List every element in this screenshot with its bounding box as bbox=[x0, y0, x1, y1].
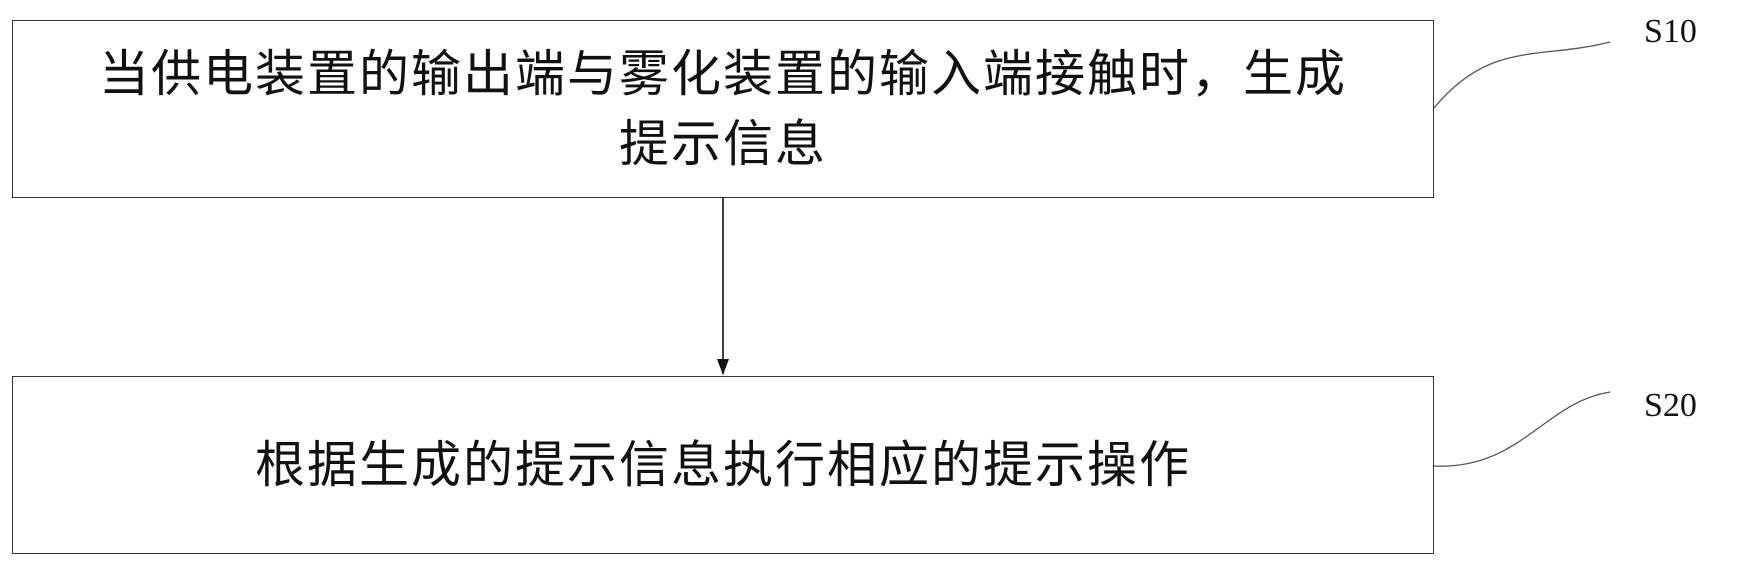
step-label-s10: S10 bbox=[1644, 13, 1697, 50]
step-text-s20: 根据生成的提示信息执行相应的提示操作 bbox=[255, 436, 1191, 494]
leader-line-s10 bbox=[1433, 41, 1611, 109]
leader-line-s20 bbox=[1433, 391, 1611, 467]
step-box-s10: 当供电装置的输出端与雾化装置的输入端接触时，生成 提示信息 bbox=[12, 20, 1434, 198]
step-label-s20: S20 bbox=[1644, 387, 1697, 424]
step-box-s20: 根据生成的提示信息执行相应的提示操作 bbox=[12, 376, 1434, 554]
step-text-s10: 当供电装置的输出端与雾化装置的输入端接触时，生成 提示信息 bbox=[99, 45, 1347, 173]
